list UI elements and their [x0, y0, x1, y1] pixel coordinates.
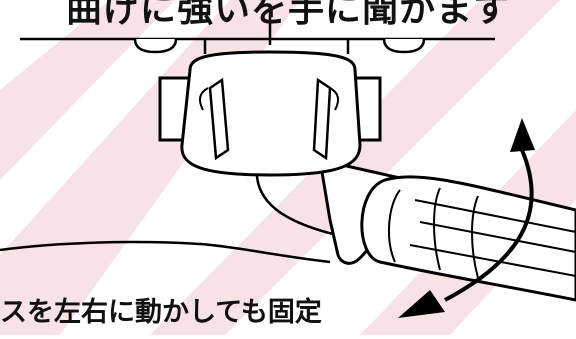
clamp-holder [158, 50, 382, 177]
surface-line [0, 240, 331, 264]
bottom-caption: スを左右に動かしても固定 [0, 297, 322, 328]
swing-arrow [398, 118, 535, 318]
nozzle-handle [318, 158, 576, 302]
top-caption: 曲げに強いを手に聞かます [65, 0, 510, 30]
mount-bar [20, 5, 495, 54]
